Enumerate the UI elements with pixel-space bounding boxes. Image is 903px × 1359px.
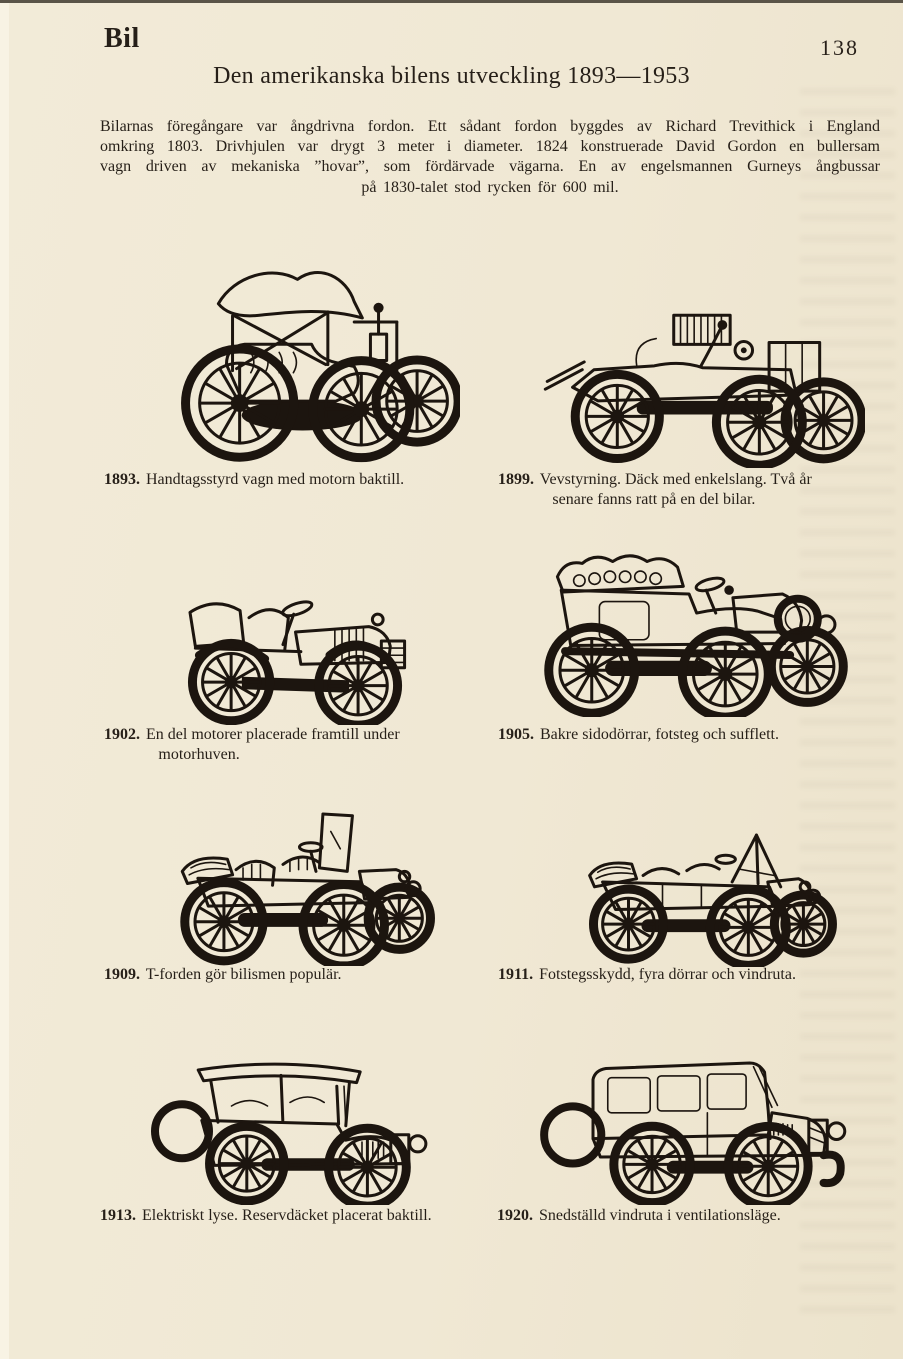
figure-caption-1913: 1913. Elektriskt lyse. Reservdäcket plac… [100,1206,554,1226]
figure-caption-text: Handtagsstyrd vagn med motorn baktill. [146,471,405,488]
figure-caption-text: Vevstyrning. Däck med enkelslang. Två år… [539,471,812,508]
page-left-edge [0,3,9,1359]
figure-year: 1913. [100,1207,136,1224]
car-1893-illustration [145,251,460,469]
figure-year: 1911. [498,966,534,983]
figure-caption-1905: 1905. Bakre sidodörrar, fotsteg och suff… [498,725,903,745]
car-1902-illustration [108,573,483,725]
intro-line: Bilarnas föregångare var ångdrivna fordo… [100,118,880,135]
figure-year: 1909. [104,966,140,983]
figure-caption-text: Bakre sidodörrar, fotsteg och sufflett. [540,726,779,743]
intro-paragraph: Bilarnas föregångare var ångdrivna fordo… [100,117,880,198]
intro-line-centered: på 1830-talet stod rycken för 600 mil. [361,179,619,196]
figure-caption-1902: 1902. En del motorer placerade framtill … [104,725,550,765]
figure-caption-1893: 1893. Handtagsstyrd vagn med motorn bakt… [104,470,550,490]
figure-caption-text: Fotstegsskydd, fyra dörrar och vindruta. [539,966,796,983]
figure-caption-1909: 1909. T-forden gör bilismen populär. [104,965,550,985]
car-1911-illustration [527,801,879,967]
page-number: 138 [820,35,859,60]
car-1913-illustration [115,1043,483,1205]
intro-line: vagn driven av mekaniska ”hovar”, som fö… [100,158,880,175]
car-1899-illustration [535,288,865,468]
figure-caption-text: En del motorer placerade framtill under … [146,726,400,763]
figure-caption-text: T-forden gör bilismen populär. [145,966,342,983]
car-1920-illustration [500,1039,876,1205]
figure-year: 1893. [104,471,140,488]
figure-caption-1920: 1920. Snedställd vindruta i ventilations… [497,1206,903,1226]
figure-caption-text: Snedställd vindruta i ventilationsläge. [539,1207,781,1224]
figure-year: 1899. [498,471,534,488]
article-title: Den amerikanska bilens utveckling 1893—1… [213,63,690,89]
figure-year: 1920. [497,1207,533,1224]
car-1905-illustration [497,531,862,717]
figure-year: 1905. [498,726,534,743]
intro-line: omkring 1803. Drivhjulen var drygt 3 met… [100,138,880,155]
figure-caption-1911: 1911. Fotstegsskydd, fyra dörrar och vin… [498,965,903,985]
running-head: Bil [104,23,140,54]
car-1909-illustration [112,788,480,966]
figure-caption-text: Elektriskt lyse. Reservdäcket placerat b… [142,1207,432,1224]
figure-caption-1899: 1899. Vevstyrning. Däck med enkelslang. … [498,470,903,510]
figure-year: 1902. [104,726,140,743]
